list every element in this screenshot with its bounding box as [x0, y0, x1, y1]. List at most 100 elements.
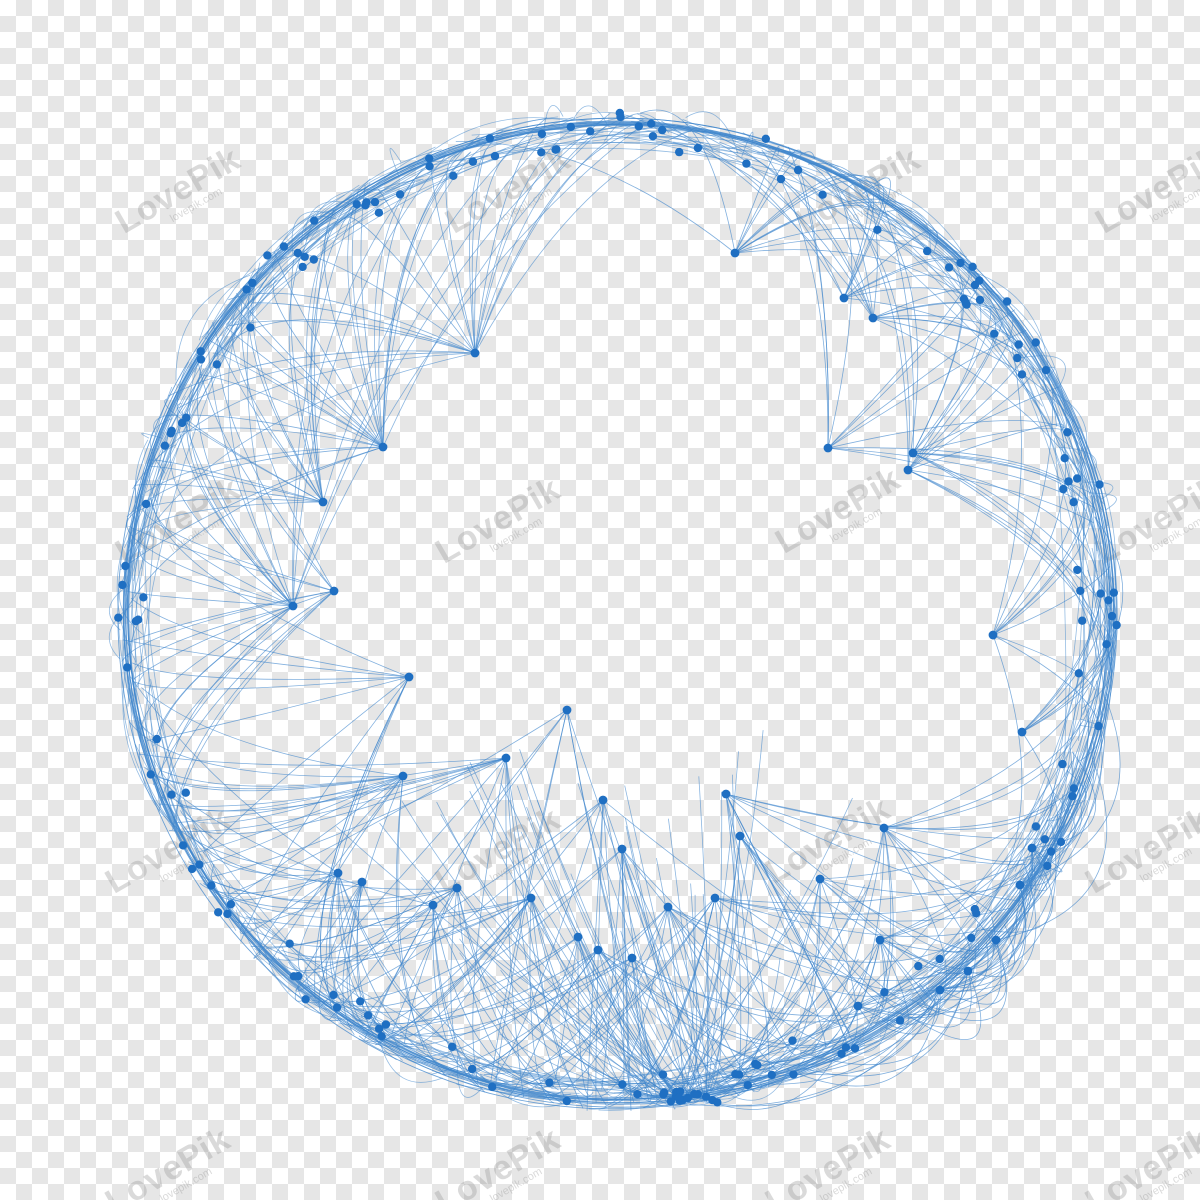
connection-line: [187, 295, 238, 406]
connection-line: [601, 848, 623, 1090]
connection-line: [808, 989, 941, 1076]
network-node: [675, 147, 684, 157]
network-node: [448, 1042, 457, 1052]
connection-line: [1051, 391, 1088, 467]
network-node: [970, 280, 980, 290]
network-node: [537, 148, 546, 157]
connection-line: [131, 386, 173, 662]
connection-line: [162, 757, 507, 787]
connection-line: [573, 105, 608, 126]
network-node: [1056, 837, 1066, 847]
connection-line: [1093, 598, 1118, 670]
connection-line: [702, 134, 874, 319]
connection-line: [848, 196, 1082, 477]
connection-line: [120, 446, 384, 571]
connection-line: [843, 287, 1010, 342]
connection-line: [631, 957, 899, 1023]
network-node: [449, 171, 458, 180]
network-node: [908, 448, 918, 458]
network-node: [301, 995, 310, 1004]
connection-line: [1001, 331, 1083, 439]
network-node: [683, 1093, 692, 1103]
connection-line: [670, 991, 934, 1084]
network-node: [178, 841, 188, 850]
connection-line: [827, 329, 1027, 449]
connection-line: [420, 876, 675, 1099]
connection-line: [146, 710, 172, 822]
connection-line: [153, 605, 294, 747]
connection-line: [781, 159, 1011, 329]
connection-line: [134, 616, 183, 839]
network-node: [663, 902, 673, 912]
network-node: [141, 499, 151, 509]
connection-line: [714, 861, 1027, 904]
connection-line: [288, 887, 458, 974]
connection-line: [714, 897, 996, 937]
connection-line: [526, 806, 681, 1100]
connection-line: [630, 121, 845, 299]
network-node: [294, 971, 303, 981]
network-node: [196, 347, 205, 356]
connection-line: [297, 149, 442, 259]
connection-line: [1020, 800, 1083, 862]
connection-line: [739, 835, 873, 1026]
connection-line: [672, 141, 890, 216]
connection-line: [1096, 656, 1113, 721]
connection-line: [292, 153, 448, 607]
connection-line: [822, 167, 909, 471]
network-node: [195, 860, 204, 869]
connection-line: [667, 906, 778, 1072]
connection-line: [176, 590, 335, 831]
connection-line: [907, 469, 1097, 597]
network-node: [187, 864, 197, 874]
connection-line: [841, 1009, 890, 1054]
network-node: [935, 954, 944, 964]
connection-line: [843, 184, 885, 299]
connection-line: [460, 141, 785, 161]
connection-line: [162, 796, 428, 1060]
connection-line: [597, 949, 848, 1046]
connection-line: [437, 1065, 666, 1097]
network-node: [1109, 588, 1119, 597]
connection-line: [944, 849, 1049, 976]
connection-line: [625, 825, 689, 1100]
network-node: [660, 1088, 669, 1097]
connection-line: [827, 420, 1084, 449]
connection-line: [992, 566, 1111, 636]
network-node: [1094, 721, 1103, 731]
network-node: [562, 1096, 571, 1106]
network-node: [452, 883, 462, 893]
connection-line: [228, 775, 404, 902]
connection-line: [471, 132, 761, 163]
connection-line: [122, 548, 157, 767]
network-node: [903, 465, 913, 475]
connection-line: [250, 153, 447, 317]
network-node: [246, 323, 255, 332]
connection-line: [916, 939, 1007, 1021]
network-node: [761, 134, 770, 143]
network-node: [841, 1043, 851, 1052]
connection-line: [1066, 769, 1087, 806]
connection-line: [960, 791, 1054, 938]
connection-line: [228, 292, 476, 354]
network-node: [1064, 477, 1073, 486]
network-node: [1046, 847, 1056, 856]
connection-line: [1059, 447, 1097, 469]
network-node: [300, 252, 309, 261]
connection-line: [843, 257, 973, 299]
connection-line: [819, 760, 1073, 880]
connection-line: [668, 818, 701, 1098]
connection-line: [621, 848, 830, 1045]
network-node: [226, 900, 236, 909]
network-node: [1068, 792, 1077, 801]
network-node: [167, 790, 176, 799]
connection-line: [474, 134, 534, 354]
connection-line: [786, 989, 941, 1087]
connection-line: [761, 149, 829, 449]
connection-line: [536, 800, 696, 1103]
connection-line: [246, 262, 294, 607]
network-node: [967, 933, 976, 943]
connection-line: [780, 989, 941, 1074]
connection-line: [121, 642, 177, 833]
